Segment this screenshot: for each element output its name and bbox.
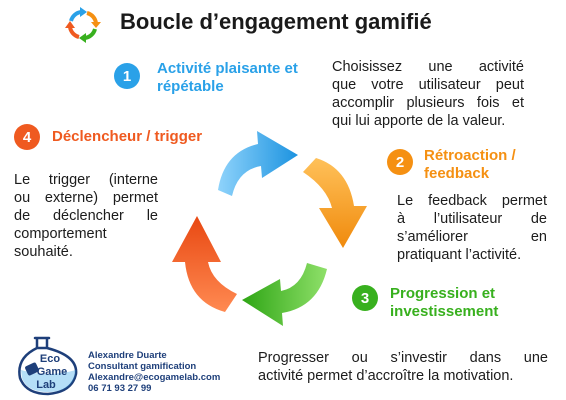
step-3-description: Progresser ou s’investir dans une activi… (258, 350, 548, 384)
eco-game-lab-logo: Eco Game Lab (18, 336, 78, 396)
step-2-badge: 2 (387, 149, 413, 175)
page-title: Boucle d’engagement gamifié (120, 9, 432, 34)
author-phone: 06 71 93 27 99 (88, 383, 152, 394)
arrow-red-icon (172, 216, 237, 312)
step-4-description: Le trigger (interne ou externe) permet d… (14, 172, 158, 260)
cycle-arrows-diagram (172, 131, 367, 326)
logo-line-game: Game (37, 366, 68, 378)
arrow-blue-icon (218, 131, 298, 196)
step-3-title: Progression et investissement (390, 285, 499, 320)
step-4-badge: 4 (14, 124, 40, 150)
arrow-green-icon (242, 263, 327, 326)
step-3-badge: 3 (352, 285, 378, 311)
cycle-logo-icon (65, 7, 101, 43)
author-email[interactable]: Alexandre@ecogamelab.com (88, 372, 221, 383)
arrow-orange-icon (303, 158, 367, 248)
step-1-description: Choisissez une activité que votre utilis… (332, 59, 524, 129)
author-role: Consultant gamification (88, 361, 197, 372)
step-4-title: Déclencheur / trigger (52, 128, 203, 145)
author-name: Alexandre Duarte (88, 350, 167, 361)
step-1-title: Activité plaisante et répétable (157, 60, 298, 95)
step-1-badge: 1 (114, 63, 140, 89)
step-2-description: Le feedback permet à l’utilisateur de s’… (397, 193, 547, 263)
logo-line-lab: Lab (36, 379, 56, 391)
logo-line-eco: Eco (40, 353, 60, 365)
step-2-title: Rétroaction / feedback (424, 147, 516, 182)
